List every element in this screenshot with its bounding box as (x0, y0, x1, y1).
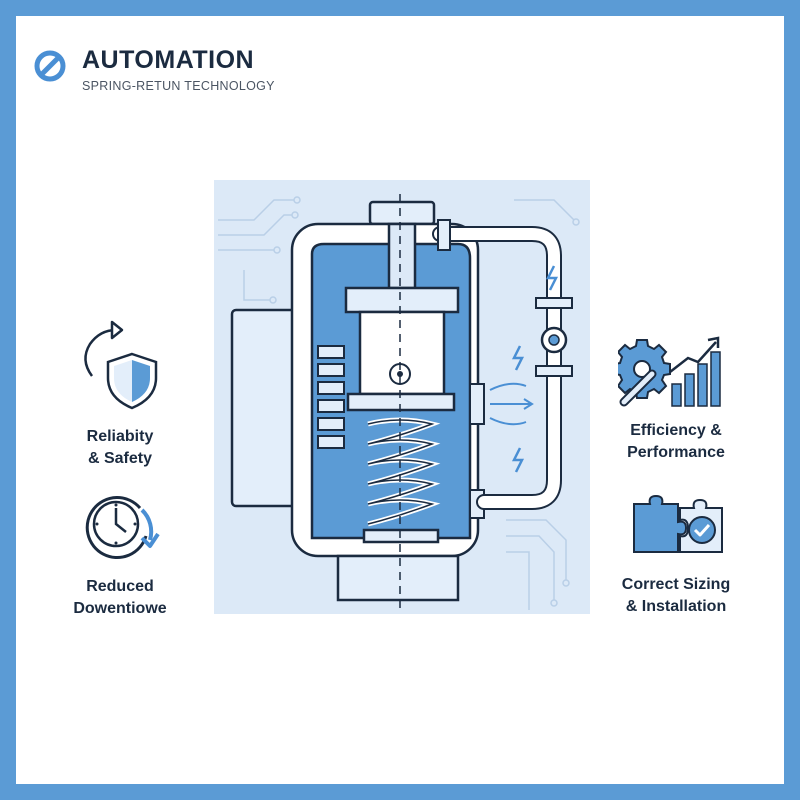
puzzle-check-icon (633, 494, 723, 553)
brand-subtitle: SPRING-RETUN TECHNOLOGY (82, 79, 275, 93)
air-port (469, 383, 485, 425)
feature-reliability-label: Reliabity & Safety (86, 428, 154, 467)
gear-wrench-growth-icon (618, 336, 721, 407)
spring-return-valve-actuator (214, 180, 590, 614)
top-cap (368, 200, 436, 226)
piston-head (344, 286, 460, 314)
shield-cycle-icon (84, 320, 158, 410)
spring-plate-bottom (362, 528, 440, 544)
feature-sizing-label: Correct Sizing & Installation (621, 576, 731, 615)
feature-efficiency-label: Efficiency & Performance (627, 422, 725, 461)
brand-title: AUTOMATION (82, 46, 255, 74)
stem (387, 222, 417, 290)
feature-downtime-label: Reduced Dowentiowe (73, 578, 167, 617)
circuit-trace-icon (218, 196, 580, 610)
lightning-icon (545, 265, 559, 291)
air-flow-arrow-icon (489, 382, 534, 426)
gear-rack (317, 345, 345, 449)
clock-arrow-icon (85, 496, 160, 559)
base (336, 554, 460, 602)
spring-plate-top (346, 392, 456, 412)
slashed-circle-icon (34, 50, 66, 82)
